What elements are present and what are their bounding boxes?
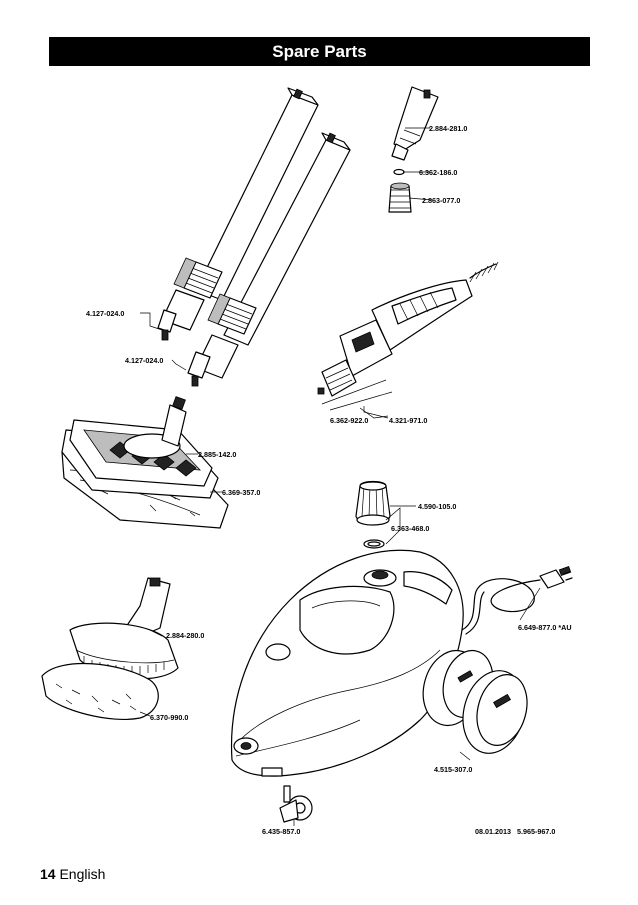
- part-number-label: 2.884-281.0: [429, 124, 467, 133]
- page-footer: 14 English: [40, 866, 105, 882]
- part-number-label: 6.362-186.0: [419, 168, 457, 177]
- part-number-label: 6.370-990.0: [150, 713, 188, 722]
- date-code: 08.01.2013 5.965-967.0: [475, 827, 555, 836]
- steam-cleaner-body-drawing: [230, 549, 528, 777]
- extension-tube-1-drawing: [157, 87, 319, 341]
- part-number-label: 4.321-971.0: [389, 416, 427, 425]
- part-number-label: 4.590-105.0: [418, 502, 456, 511]
- part-number-label: 2.885-142.0: [198, 450, 236, 459]
- part-number-label: 4.127-024.0: [86, 309, 124, 318]
- leader-lines: [139, 127, 541, 826]
- filler-cap-drawing: [355, 480, 391, 549]
- language-label: English: [59, 866, 106, 882]
- part-number-label: 2.863-077.0: [422, 196, 460, 205]
- castor-wheel-drawing: [279, 785, 313, 823]
- detail-nozzle-drawing: [388, 86, 439, 213]
- part-number-label: 4.127-024.0: [125, 356, 163, 365]
- power-cord-drawing: [461, 565, 573, 635]
- part-number-label: 2.884-280.0: [166, 631, 204, 640]
- page-title: Spare Parts: [49, 37, 590, 66]
- floor-nozzle-drawing: [61, 396, 229, 529]
- hand-brush-drawing: [41, 577, 179, 721]
- steam-gun-drawing: [317, 261, 499, 419]
- part-number-label: 4.515-307.0: [434, 765, 472, 774]
- part-number-label: 6.369-357.0: [222, 488, 260, 497]
- part-number-label: 6.435-857.0: [262, 827, 300, 836]
- part-number-label: 6.363-468.0: [391, 524, 429, 533]
- part-number-label: 6.649-877.0 *AU: [518, 623, 572, 632]
- page-number: 14: [40, 866, 56, 882]
- part-number-label: 6.362-922.0: [330, 416, 368, 425]
- extension-tube-2-drawing: [187, 132, 351, 387]
